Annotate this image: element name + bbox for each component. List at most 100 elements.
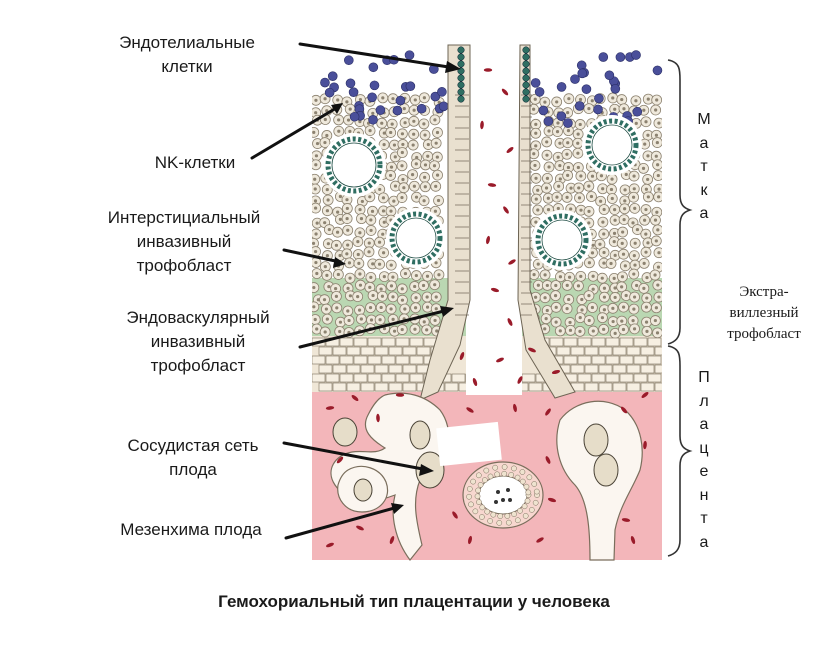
cell-nucleus (369, 275, 373, 279)
cell-nucleus (347, 261, 352, 265)
cell-nucleus (634, 283, 639, 288)
cell-nucleus (391, 295, 395, 299)
column-cell (325, 355, 340, 365)
cell-nucleus (556, 206, 560, 211)
cell-nucleus (381, 96, 385, 100)
column-cell (598, 382, 613, 392)
villus-cell (514, 517, 521, 524)
cell-nucleus (632, 174, 636, 178)
cell-nucleus (426, 154, 430, 158)
cell-nucleus (589, 194, 594, 199)
villus-cell (490, 511, 497, 518)
decidual-cell (553, 180, 565, 192)
red-blood-cell (513, 403, 517, 413)
cell-nucleus (602, 207, 606, 212)
decidual-cell (387, 271, 399, 283)
cell-nucleus (568, 320, 572, 325)
artery-lumen (466, 45, 522, 395)
cell-nucleus (558, 141, 562, 145)
decidual-cell (418, 118, 430, 130)
cell-nucleus (435, 173, 440, 177)
cell-nucleus (345, 252, 349, 256)
endothelial-cell (457, 46, 465, 54)
decidual-cell (642, 150, 654, 162)
nk-cell (570, 74, 580, 84)
mesenchyme-patch (436, 421, 502, 467)
cell-nucleus (645, 296, 649, 300)
villus-cell (483, 467, 490, 474)
column-cell (612, 346, 627, 356)
cell-nucleus (412, 108, 416, 112)
villus-cell (487, 473, 494, 480)
cell-nucleus (634, 121, 638, 126)
cell-nucleus (632, 254, 636, 258)
cell-nucleus (632, 295, 637, 299)
braces (667, 59, 693, 557)
decidual-cell (342, 224, 354, 236)
endothelial-cell (457, 74, 465, 82)
red-blood-cell (621, 518, 631, 522)
villus-cell (523, 483, 530, 490)
red-blood-cell (468, 535, 472, 545)
cell-nucleus (587, 184, 591, 188)
column-cell (353, 355, 368, 365)
cell-nucleus (402, 186, 406, 190)
cell-nucleus (599, 174, 604, 178)
decidual-cell (640, 228, 652, 240)
cell-nucleus (358, 231, 362, 235)
villus-cell (472, 508, 479, 515)
arrowhead-fetal-vessels (419, 464, 434, 476)
endothelial-cell (522, 88, 530, 96)
cell-body (312, 126, 320, 138)
cell-nucleus (587, 107, 591, 111)
red-blood-cell (547, 497, 557, 503)
decidual-cell (652, 279, 662, 291)
cell-nucleus (544, 186, 549, 190)
cell-nucleus (543, 296, 547, 300)
cell-nucleus (377, 240, 382, 244)
cell-nucleus (313, 206, 318, 210)
decidual-cell (618, 248, 629, 260)
column-cell (556, 346, 571, 356)
decidual-cell (642, 174, 654, 185)
nk-cell (367, 92, 377, 103)
red-blood-cell (376, 413, 380, 423)
column-cell (619, 355, 634, 365)
column-cell (626, 364, 641, 374)
villus-cell (504, 513, 511, 519)
red-blood-cell (351, 394, 359, 402)
cell-nucleus (653, 318, 657, 323)
cell-nucleus (346, 118, 351, 122)
cell-nucleus (644, 250, 648, 254)
cell-nucleus (624, 172, 628, 177)
cell-nucleus (338, 253, 342, 258)
cell-nucleus (391, 97, 395, 101)
villus-cell (526, 474, 533, 481)
decidual-cell (561, 191, 573, 203)
nk-cell (324, 87, 335, 98)
cell-nucleus (547, 165, 551, 169)
column-cell (528, 382, 543, 392)
decidual-cell (587, 270, 599, 282)
cell-nucleus (323, 221, 327, 225)
villus-cell (532, 499, 539, 506)
cell-nucleus (536, 262, 540, 266)
decidual-cell (629, 323, 640, 335)
cell-nucleus (646, 154, 650, 158)
red-blood-cell (506, 147, 514, 153)
red-blood-cell (545, 456, 551, 464)
cell-nucleus (609, 187, 614, 192)
cell-nucleus (380, 294, 385, 298)
column-cell (605, 355, 620, 365)
column-cell (346, 364, 361, 374)
decidual-cell (430, 180, 442, 192)
cell-nucleus (403, 271, 408, 276)
nk-cell (556, 111, 567, 121)
nk-cell (593, 104, 603, 115)
decidual-cell (554, 325, 566, 337)
column-cell (312, 373, 326, 383)
cell-nucleus (401, 142, 405, 147)
decidual-cell (429, 160, 440, 172)
cell-nucleus (545, 308, 549, 313)
cell-nucleus (335, 306, 339, 310)
